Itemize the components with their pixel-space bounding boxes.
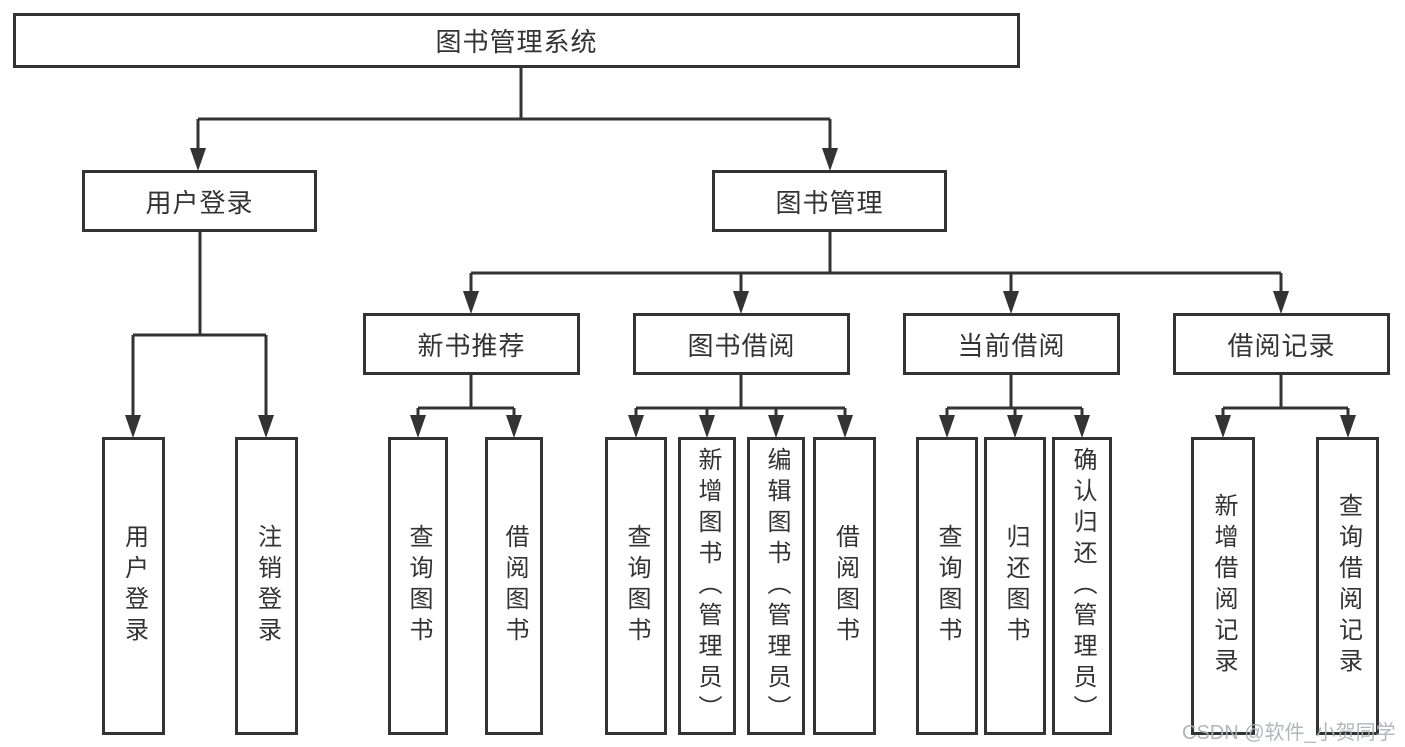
arrowheads [125, 148, 1356, 438]
leaf-br-add-record: 新增借阅记录 [1191, 437, 1255, 735]
leaf-cb-return-books: 归还图书 [984, 437, 1046, 735]
node-current-borrow: 当前借阅 [903, 313, 1120, 375]
leaf-nbr-query-books-label: 查询图书 [405, 524, 432, 648]
leaf-br-add-record-label: 新增借阅记录 [1210, 493, 1237, 679]
leaf-logout-login-label: 注销登录 [253, 524, 281, 648]
leaf-nbr-query-books: 查询图书 [388, 437, 448, 735]
leaf-bb-borrow-books: 借阅图书 [813, 437, 876, 735]
node-new-book-recommend: 新书推荐 [363, 313, 580, 375]
leaf-cb-query-books-label: 查询图书 [934, 524, 961, 648]
node-book-management: 图书管理 [712, 170, 947, 232]
leaf-nbr-borrow-books-label: 借阅图书 [501, 524, 528, 648]
node-book-borrow: 图书借阅 [633, 313, 850, 375]
leaf-br-query-record-label: 查询借阅记录 [1334, 493, 1362, 679]
node-user-login: 用户登录 [82, 170, 317, 232]
leaf-br-query-record: 查询借阅记录 [1316, 437, 1379, 735]
leaf-bb-borrow-books-label: 借阅图书 [831, 524, 859, 648]
leaf-cb-query-books: 查询图书 [916, 437, 978, 735]
leaf-bb-edit-books-admin-label: 编辑图书（管理员） [763, 446, 790, 726]
leaf-bb-edit-books-admin: 编辑图书（管理员） [747, 437, 805, 735]
node-borrow-records: 借阅记录 [1173, 313, 1390, 375]
node-root-library-management-system: 图书管理系统 [13, 13, 1020, 68]
leaf-nbr-borrow-books: 借阅图书 [485, 437, 543, 735]
leaf-logout-login: 注销登录 [235, 437, 298, 735]
leaf-user-login: 用户登录 [102, 437, 165, 735]
leaf-bb-add-books-admin: 新增图书（管理员） [678, 437, 736, 735]
csdn-watermark: CSDN @软件_小贺同学 [1182, 722, 1396, 744]
leaf-user-login-label: 用户登录 [120, 524, 148, 648]
leaf-bb-query-books: 查询图书 [605, 437, 667, 735]
leaf-cb-confirm-return-admin: 确认归还（管理员） [1052, 437, 1112, 735]
leaf-bb-query-books-label: 查询图书 [623, 524, 650, 648]
leaf-cb-confirm-return-admin-label: 确认归还（管理员） [1069, 446, 1096, 726]
leaf-cb-return-books-label: 归还图书 [1002, 524, 1029, 648]
leaf-bb-add-books-admin-label: 新增图书（管理员） [694, 446, 721, 726]
